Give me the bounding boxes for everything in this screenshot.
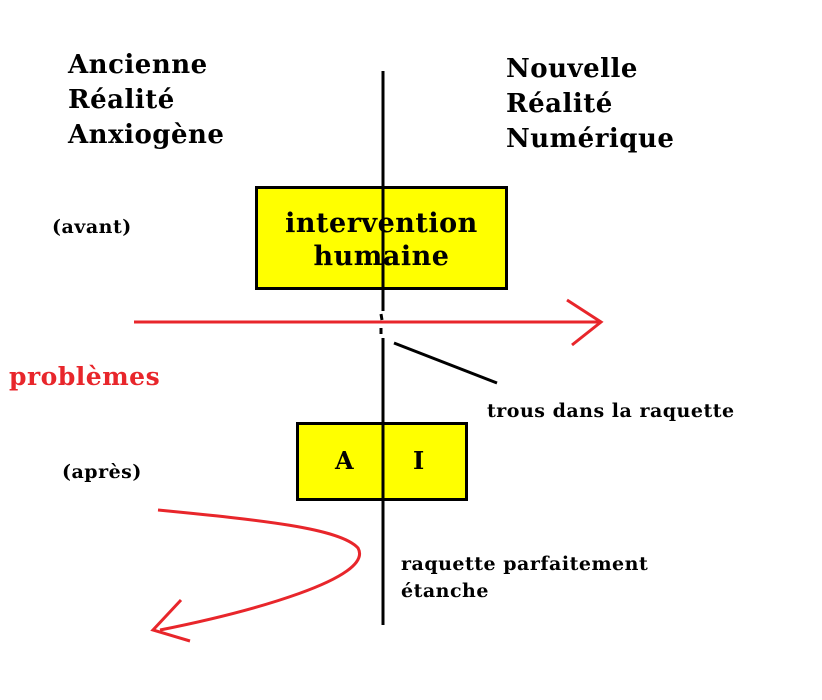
after-label: (après) (62, 461, 142, 483)
sealed-label-line-1: raquette parfaitement (401, 553, 649, 575)
ai-letter-i: I (413, 446, 425, 475)
right-heading-line-1: Nouvelle (506, 54, 638, 84)
old-reality-heading: Ancienne Réalité Anxiogène (68, 48, 224, 153)
right-heading-line-2: Réalité (506, 89, 613, 119)
before-label: (avant) (52, 216, 132, 238)
human-intervention-label: intervention humaine (255, 207, 508, 273)
left-heading-line-3: Anxiogène (68, 120, 225, 150)
problems-label: problèmes (9, 362, 161, 391)
new-reality-heading: Nouvelle Réalité Numérique (506, 52, 674, 157)
sealed-label: raquette parfaitement étanche (401, 551, 648, 605)
bounce-arrow-curve (157, 508, 362, 632)
left-heading-line-1: Ancienne (68, 50, 208, 80)
sealed-label-line-2: étanche (401, 580, 489, 602)
divider-line-break-1 (379, 313, 384, 321)
through-arrow-head (566, 298, 604, 347)
right-heading-line-3: Numérique (506, 124, 675, 154)
hole-pointer-line (393, 341, 498, 385)
human-label-line-2: humaine (313, 241, 450, 272)
ai-letter-a: A (335, 446, 355, 475)
left-heading-line-2: Réalité (68, 85, 175, 115)
bounce-arrow-head (150, 598, 191, 643)
holes-label: trous dans la raquette (487, 400, 735, 422)
human-label-line-1: intervention (285, 208, 478, 239)
